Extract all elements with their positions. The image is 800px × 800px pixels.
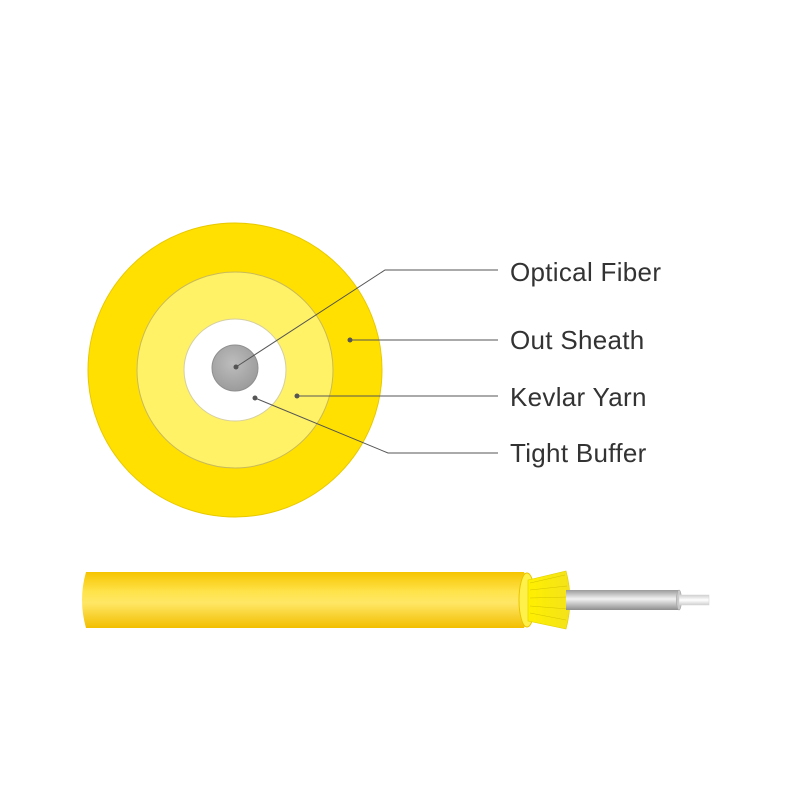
tight-buffer-segment (566, 590, 679, 610)
label-optical-fiber: Optical Fiber (510, 257, 661, 287)
label-out-sheath: Out Sheath (510, 325, 645, 355)
leader-dot-tight-buffer (252, 395, 258, 401)
cable-side-view (82, 570, 710, 630)
leader-dot-optical-fiber (233, 364, 239, 370)
label-tight-buffer: Tight Buffer (510, 438, 647, 468)
cable-jacket (82, 572, 531, 628)
leader-tight-buffer (254, 397, 498, 454)
leader-lines (233, 269, 498, 454)
leader-optical-fiber (235, 269, 498, 368)
cross-section (87, 222, 383, 518)
label-kevlar-yarn: Kevlar Yarn (510, 382, 647, 412)
kevlar-yarn-fan (527, 570, 571, 630)
kevlar-strands (529, 574, 569, 621)
glass-fiber-segment (678, 594, 710, 606)
labels: Optical Fiber Out Sheath Kevlar Yarn Tig… (510, 257, 661, 468)
leader-dot-kevlar-yarn (294, 393, 300, 399)
leader-dot-out-sheath (347, 337, 353, 343)
